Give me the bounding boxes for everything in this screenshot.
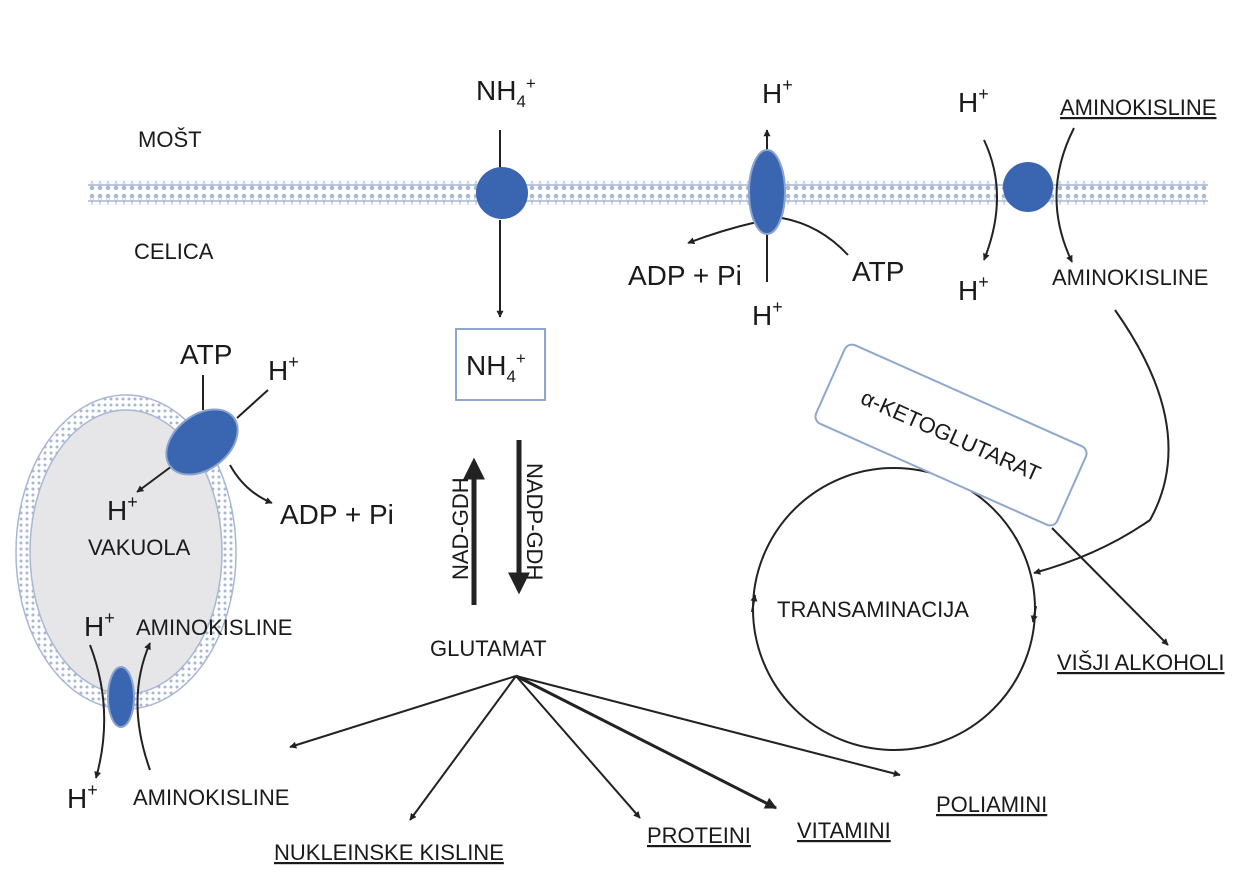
nh4-box (455, 328, 546, 401)
glutamate-product-arrows (289, 674, 901, 821)
nh4-outside-label: NH4+ (476, 74, 536, 111)
label-celica: CELICA (134, 239, 214, 264)
h-plus-out: H+ (958, 84, 989, 118)
adp-pi-vacuole-label: ADP + Pi (280, 499, 394, 530)
product-vitamini: VITAMINI (797, 818, 891, 843)
adp-pi-label: ADP + Pi (628, 260, 742, 291)
nad-gdh-label: NAD-GDH (448, 477, 473, 580)
h-plus-out: H+ (762, 75, 793, 109)
h-plus-vacuole: H+ (107, 492, 138, 526)
product-nukleinske-kisline: NUKLEINSKE KISLINE (274, 840, 504, 865)
h-plus-cytosol-bottom: H+ (67, 780, 98, 814)
plasma-membrane-atpase: H+ H+ ADP + Pi ATP (628, 75, 904, 331)
aminokisline-vacuole: AMINOKISLINE (136, 615, 292, 640)
membrane-protein-icon (476, 167, 528, 219)
visji-alkoholi-label: VIŠJI ALKOHOLI (1057, 650, 1225, 675)
transamination-cycle: TRANSAMINACIJA (750, 467, 1038, 751)
atp-vacuole-label: ATP (180, 339, 232, 370)
nh4-transporter: NH4+ (476, 74, 536, 318)
membrane-protein-icon (165, 408, 239, 476)
glutamat-label: GLUTAMAT (430, 636, 547, 661)
vakuola-label: VAKUOLA (88, 535, 191, 560)
aminokisline-to-cycle-arrow (1033, 309, 1170, 575)
vacuolar-antiporter: H+ H+ AMINOKISLINE AMINOKISLINE (67, 608, 292, 814)
h-plus-cytosol: H+ (268, 352, 299, 386)
h-plus-vacuole-top: H+ (84, 608, 115, 642)
h-plus-in: H+ (752, 297, 783, 331)
product-poliamini: POLIAMINI (936, 792, 1047, 817)
label-most: MOŠT (138, 127, 202, 152)
aminokisline-out: AMINOKISLINE (1060, 95, 1216, 120)
nadp-gdh-label: NADP-GDH (522, 463, 547, 580)
atp-label: ATP (852, 256, 904, 287)
transaminacija-label: TRANSAMINACIJA (777, 597, 969, 622)
gdh-arrows: NAD-GDH NADP-GDH (448, 440, 547, 605)
alpha-ketoglutarat-box: α-KETOGLUTARAT (814, 343, 1088, 527)
aminokisline-cytosol: AMINOKISLINE (133, 785, 289, 810)
membrane-protein-icon (1003, 162, 1053, 212)
product-proteini: PROTEINI (647, 823, 751, 848)
h-plus-in: H+ (958, 272, 989, 306)
vacuolar-atpase: ATP H+ H+ ADP + Pi (107, 339, 394, 530)
nh4-inside-label: NH4+ (466, 349, 526, 386)
membrane-protein-icon (107, 666, 135, 728)
membrane-protein-icon (748, 149, 786, 235)
to-visji-alkoholi-arrow (1051, 527, 1169, 646)
amino-acid-symporter: H+ H+ AMINOKISLINE AMINOKISLINE (958, 84, 1216, 306)
aminokisline-in: AMINOKISLINE (1052, 265, 1208, 290)
